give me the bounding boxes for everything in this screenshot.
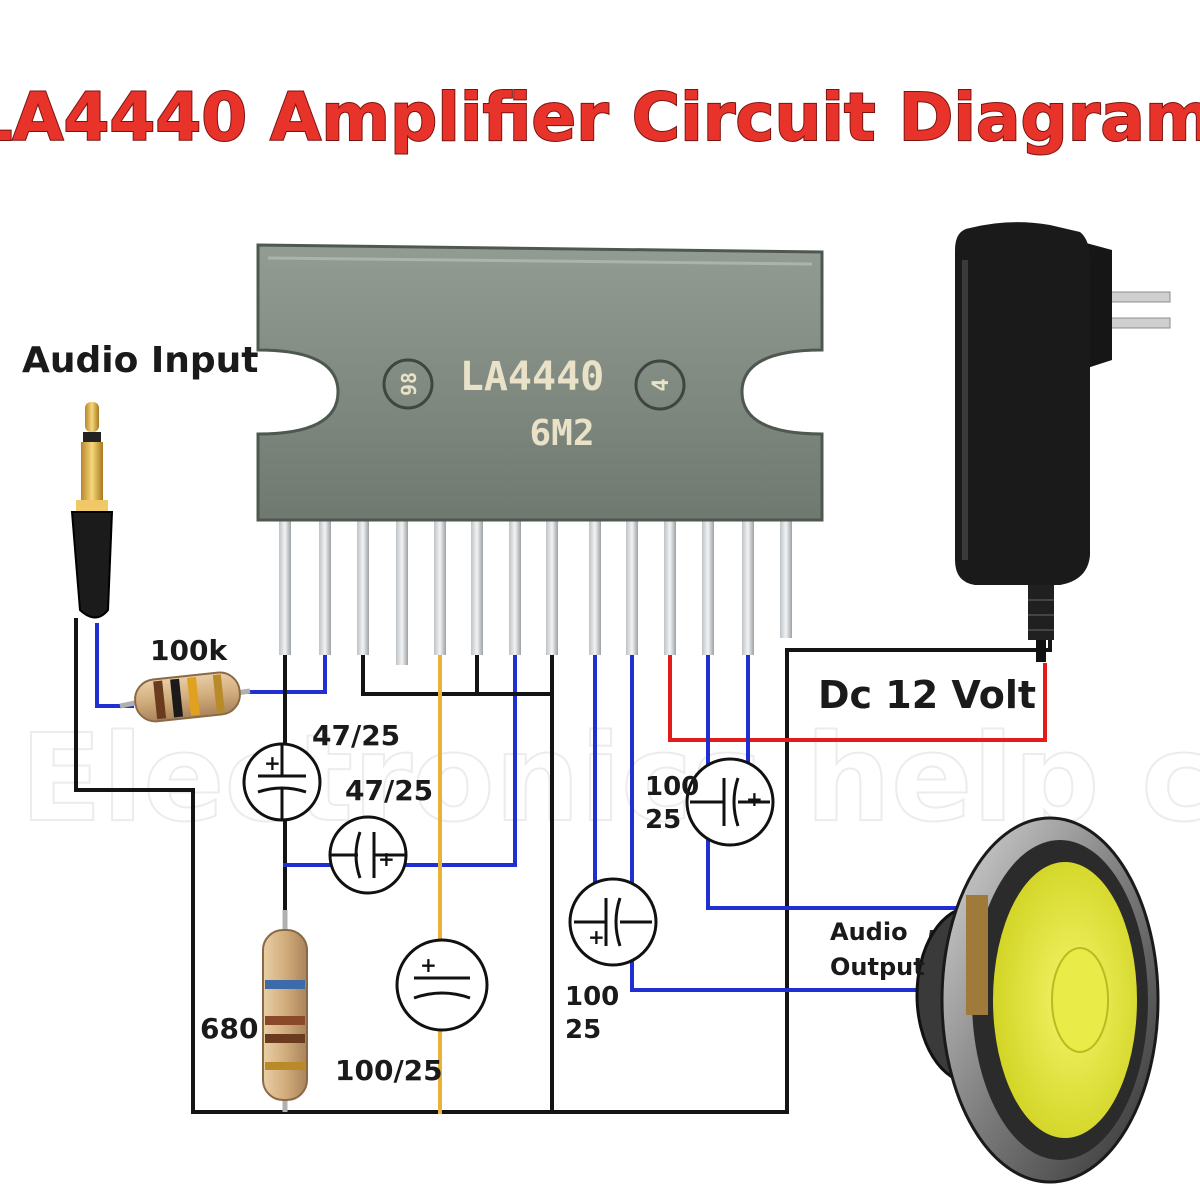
wire-jack-signal	[95, 623, 134, 708]
capacitor-c4-label-top: 100	[565, 982, 619, 1012]
capacitor-plate-curved	[732, 777, 740, 827]
chip-pin	[589, 520, 601, 655]
resistor-band	[187, 676, 200, 716]
audio-input-label: Audio Input	[22, 340, 259, 381]
capacitor-c5-ring	[685, 757, 775, 847]
watermark-text: Electronics help care	[20, 710, 1200, 849]
la4440-chip: 98 4 LA4440 6M2	[256, 243, 824, 665]
resistor-band	[265, 1034, 305, 1043]
capacitor-c3: +	[395, 938, 489, 1032]
power-adapter	[955, 222, 1171, 662]
chip-pins	[279, 520, 792, 665]
chip-mark-right	[634, 359, 686, 411]
chip-pin	[357, 520, 369, 655]
resistor-band	[265, 980, 305, 989]
resistor-100k-label: 100k	[150, 634, 228, 667]
capacitor-c3-label: 100/25	[335, 1054, 443, 1087]
capacitor-c1-label: 47/25	[312, 719, 400, 752]
adapter-body	[955, 222, 1090, 585]
resistor-680-label: 680	[200, 1012, 258, 1045]
capacitor-plus-sign: +	[378, 847, 395, 871]
speaker-terminal	[966, 895, 988, 1015]
chip-bevel	[267, 256, 813, 266]
capacitor-c1: +	[242, 742, 322, 822]
chip-pin	[396, 520, 408, 665]
resistor-band	[212, 674, 225, 713]
capacitor-c4-ring	[568, 877, 658, 967]
jack-sleeve	[81, 442, 103, 502]
page-title: LA4440 Amplifier Circuit Diagram	[0, 79, 1200, 156]
speaker-dust-cap	[1051, 947, 1109, 1053]
audio-jack	[70, 402, 114, 619]
chip-pin	[780, 520, 792, 638]
wire-supply-red	[668, 650, 1047, 742]
capacitor-c5-label-top: 100	[645, 772, 699, 802]
wire-output-neg	[630, 650, 977, 992]
jack-tip	[85, 402, 99, 432]
chip-part-number: LA4440	[460, 354, 605, 400]
chip-body	[256, 243, 824, 522]
speaker	[915, 816, 1160, 1184]
chip-pin	[664, 520, 676, 655]
capacitor-plus-sign: +	[588, 925, 605, 949]
resistor-band	[170, 678, 184, 718]
resistor-680	[262, 910, 308, 1112]
capacitor-c4: +	[568, 877, 658, 967]
chip-pin	[434, 520, 446, 655]
capacitor-plus-sign: +	[746, 787, 763, 811]
capacitor-plus-sign: +	[420, 953, 437, 977]
capacitor-c3-ring	[395, 938, 489, 1032]
capacitor-plus-sign: +	[264, 751, 281, 775]
chip-pin	[626, 520, 638, 655]
adapter-strain-relief	[1028, 585, 1054, 640]
chip-code: 6M2	[529, 413, 594, 454]
jack-ring	[83, 432, 101, 442]
audio-output-label-2: Output	[830, 953, 925, 981]
capacitor-c5: +	[685, 757, 775, 847]
chip-pin	[546, 520, 558, 655]
chip-pin	[742, 520, 754, 655]
chip-mark-left	[382, 358, 434, 410]
capacitor-plate-curved	[614, 897, 622, 947]
capacitor-c4-label-bottom: 25	[565, 1015, 601, 1045]
capacitor-c5-label-bottom: 25	[645, 805, 681, 835]
chip-pin	[279, 520, 291, 655]
chip-pin	[509, 520, 521, 655]
chip-mark-right-text: 4	[649, 378, 674, 391]
chip-pin	[702, 520, 714, 655]
jack-handle	[70, 511, 114, 619]
chip-pin	[471, 520, 483, 655]
resistor-band	[265, 1016, 305, 1025]
capacitor-c2: +	[328, 815, 408, 895]
wire-ground-bracket	[361, 650, 554, 696]
dc-supply-label: Dc 12 Volt	[818, 673, 1036, 717]
jack-collar	[76, 500, 108, 512]
wire-input-to-pin	[241, 650, 327, 694]
audio-output-label-1: Audio	[830, 918, 908, 946]
capacitor-c2-label: 47/25	[345, 774, 433, 807]
chip-pin	[319, 520, 331, 655]
wire-jack-ground	[74, 588, 1052, 1114]
resistor-100k	[119, 671, 251, 723]
chip-mark-left-text: 98	[397, 372, 421, 396]
resistor-band	[153, 680, 167, 720]
resistor-band	[265, 1062, 305, 1070]
resistor-body	[262, 929, 308, 1101]
capacitor-plate-curved	[413, 991, 471, 1000]
